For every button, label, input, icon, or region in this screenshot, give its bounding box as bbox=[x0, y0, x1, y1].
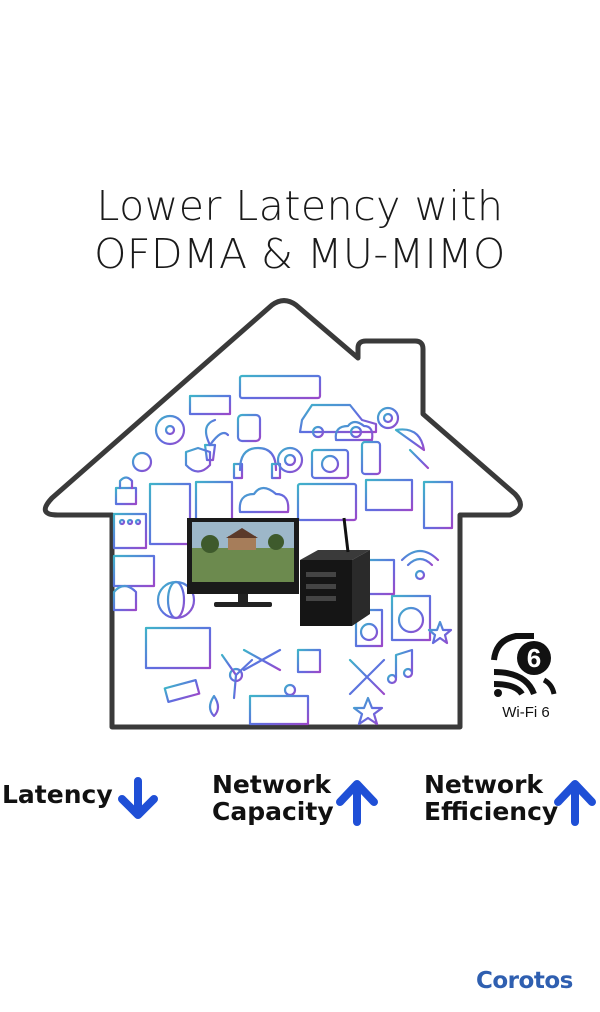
mailbox-icon bbox=[112, 584, 138, 612]
tools-icon bbox=[348, 658, 386, 696]
desktop-monitor-image bbox=[187, 518, 299, 607]
car-icon bbox=[298, 403, 378, 439]
door-icon bbox=[422, 480, 454, 530]
wifi-6-label: Wi-Fi 6 bbox=[502, 704, 550, 721]
arrow-up-icon bbox=[554, 780, 596, 826]
monitor-icon bbox=[296, 482, 358, 522]
metric-label-line-2: Efficiency bbox=[424, 797, 559, 826]
oven-icon bbox=[112, 512, 148, 550]
thermometer-icon bbox=[283, 648, 297, 697]
metric-label: Latency bbox=[2, 780, 113, 809]
smart-home-house-illustration bbox=[42, 298, 523, 730]
house-outline bbox=[42, 298, 523, 730]
battery-icon bbox=[188, 394, 232, 416]
wifi-6-badge: 6 bbox=[491, 633, 557, 697]
camera-icon bbox=[310, 448, 350, 480]
fridge-icon bbox=[148, 482, 192, 546]
gear-icon bbox=[276, 446, 304, 474]
battery-icon bbox=[238, 374, 322, 400]
phone-icon bbox=[360, 440, 382, 476]
headphones-icon bbox=[232, 446, 282, 480]
shield-icon bbox=[184, 446, 212, 473]
metric-label-line-1: Network bbox=[212, 770, 332, 799]
plant-icon bbox=[203, 418, 230, 462]
plug-icon bbox=[296, 640, 322, 674]
dropper-icon bbox=[208, 694, 220, 718]
garage-icon bbox=[144, 626, 212, 670]
wifi-6-icon: 6 bbox=[491, 633, 557, 697]
arrow-down-icon bbox=[118, 777, 158, 819]
metric-network-capacity: Network Capacity bbox=[212, 771, 334, 825]
snowflake-icon bbox=[242, 638, 282, 682]
metric-label-line-1: Network bbox=[424, 770, 544, 799]
washer-icon bbox=[390, 594, 432, 642]
satellite-icon bbox=[394, 428, 430, 470]
page-title-line-2: OFDMA & MU-MIMO bbox=[94, 230, 506, 278]
fan-icon bbox=[154, 414, 186, 446]
gear-icon bbox=[376, 406, 400, 430]
router-device-image bbox=[300, 517, 370, 626]
metric-label-line-2: Capacity bbox=[212, 797, 334, 826]
wifi-tower-icon bbox=[400, 549, 440, 581]
cloud-icon bbox=[334, 420, 374, 442]
globe-icon bbox=[156, 580, 196, 620]
lock-icon bbox=[114, 476, 138, 506]
cloud-icon bbox=[238, 486, 290, 514]
star-icon bbox=[427, 620, 453, 645]
cctv-icon bbox=[163, 678, 201, 704]
cabinet-icon bbox=[112, 554, 156, 588]
metric-network-efficiency: Network Efficiency bbox=[424, 771, 558, 825]
arrow-up-icon bbox=[336, 780, 378, 826]
appliance-icon bbox=[194, 480, 234, 524]
lightbulb-icon bbox=[131, 451, 153, 474]
page-title-line-1: Lower Latency with bbox=[96, 182, 504, 230]
watch-icon bbox=[236, 406, 262, 443]
wifi-6-number: 6 bbox=[527, 643, 541, 673]
metric-latency: Latency bbox=[2, 781, 113, 808]
radiator-icon bbox=[248, 694, 310, 726]
fan-icon bbox=[220, 653, 254, 700]
star-icon bbox=[352, 696, 384, 726]
laptop-icon bbox=[358, 478, 420, 518]
brand-watermark: Corotos bbox=[476, 968, 573, 994]
music-icon bbox=[386, 648, 414, 685]
